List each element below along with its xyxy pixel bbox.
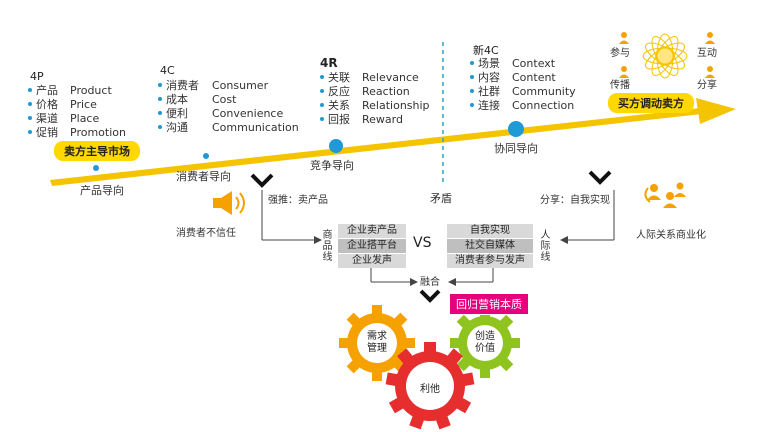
vs-label: VS [413,235,432,251]
network-sun-icon [642,33,688,79]
gear-altruism-icon [385,342,475,430]
gear-altruism-label: 利他 [420,384,440,395]
right-box-row: 消费者参与发声 [447,254,533,268]
node-consumer [203,153,209,159]
distrust-label: 消费者不信任 [176,228,236,239]
arrow-merge-left-icon [410,278,418,286]
arrow-merge-right-icon [448,278,456,286]
timeline-arrow-head [696,98,736,124]
node-competition [329,139,343,153]
people-line-label: 人际线 [540,230,551,263]
stage-consumer: 消费者导向 [176,170,231,183]
era-title-4c: 4C [160,64,175,77]
network-interact: 互动 [697,48,717,59]
buyer-seller-label: 买方调动卖方 [608,93,694,113]
merge-connectors [370,268,494,283]
left-connectors [261,190,314,241]
push-label: 强推：卖产品 [268,195,328,206]
essence-badge: 回归营销本质 [449,293,529,315]
contradiction-label: 矛盾 [430,192,452,205]
seller-market-label: 卖方主导市场 [54,141,140,161]
gear-demand-label: 需求管理 [367,331,387,354]
goods-line-label: 商品线 [322,230,333,263]
node-collaboration [508,121,524,137]
chevron-right-icon [588,170,612,185]
arrow-right-connector-icon [560,236,568,244]
speaker-icon [213,191,245,215]
node-product [93,165,99,171]
era-title-4p: 4P [30,70,44,83]
share-label: 分享：自我实现 [540,195,610,206]
left-box-row: 企业发声 [338,254,406,268]
network-share: 分享 [697,80,717,91]
network-participate: 参与 [610,48,630,59]
stage-collaboration: 协同导向 [494,142,538,155]
era-title-4r: 4R [320,56,338,70]
people-group-icon [644,182,686,208]
chevron-left-icon [250,173,274,188]
left-box-row: 企业搭平台 [338,239,406,253]
commercial-label: 人际关系商业化 [636,230,706,241]
network-spread: 传播 [610,80,630,91]
stage-product: 产品导向 [80,184,124,197]
stage-competition: 竞争导向 [310,159,354,172]
person-icons [619,32,715,78]
merge-label: 融合 [420,277,440,288]
arrow-left-connector-icon [314,236,322,244]
chevron-merge-icon [419,289,441,303]
right-connectors [568,190,615,241]
era-title-new-4c: 新4C [473,44,499,57]
left-box-row: 企业卖产品 [338,224,406,238]
right-box-row: 自我实现 [447,224,533,238]
gear-demand-icon [339,305,415,381]
right-box-row: 社交自媒体 [447,239,533,253]
timeline-arrow-shaft [50,108,702,186]
gear-create-label: 创造价值 [475,331,495,354]
